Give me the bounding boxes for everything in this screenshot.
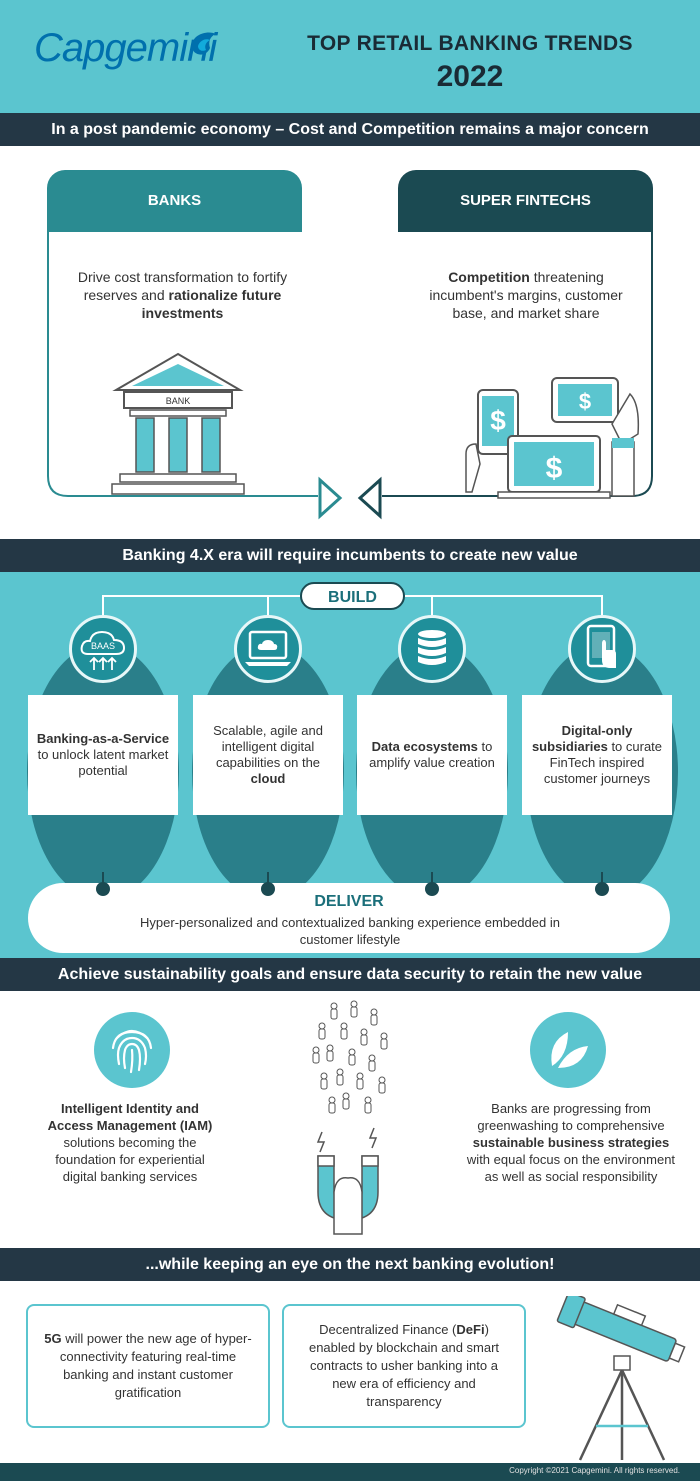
deliver-dot xyxy=(261,882,275,896)
data-circle xyxy=(398,615,466,683)
bank-building-icon: BANK xyxy=(111,352,245,495)
baas-label: BAAS xyxy=(91,641,115,651)
page-year: 2022 xyxy=(436,60,504,93)
sustainability-text: Banks are progressing from greenwashing … xyxy=(466,1101,676,1184)
banks-description: Drive cost transformation to fortify res… xyxy=(77,269,288,321)
card-digital-subsidiaries: Digital-only subsidiaries to curate FinT… xyxy=(522,695,672,815)
bank-sign: BANK xyxy=(166,396,191,406)
telescope-icon xyxy=(556,1296,686,1461)
card-baas: Banking-as-a-Service to unlock latent ma… xyxy=(28,695,178,815)
deliver-dot xyxy=(96,882,110,896)
card-data: Data ecosystems to amplify value creatio… xyxy=(357,695,507,815)
database-icon xyxy=(418,630,446,665)
5g-box: 5G will power the new age of hyper-conne… xyxy=(26,1304,270,1428)
banks-tab: BANKS xyxy=(47,170,302,232)
capgemini-spade-icon xyxy=(192,32,216,55)
fintech-devices-icon: $ $ $ xyxy=(465,377,640,499)
iam-text: Intelligent Identity and Access Manageme… xyxy=(47,1101,213,1184)
footer-bar xyxy=(0,1463,700,1481)
section2-band: Banking 4.X era will require incumbents … xyxy=(0,539,700,572)
section1-band: In a post pandemic economy – Cost and Co… xyxy=(0,113,700,146)
fingerprint-icon xyxy=(111,1029,153,1074)
phone-dollar: $ xyxy=(490,405,506,436)
laptop-dollar: $ xyxy=(546,452,563,485)
deliver-text: Hyper-personalized and contextualized ba… xyxy=(140,915,560,947)
copyright-text: Copyright ©2021 Capgemini. All rights re… xyxy=(509,1466,680,1475)
deliver-dot xyxy=(425,882,439,896)
baas-cloud-icon: BAAS xyxy=(80,630,126,670)
leaf-circle xyxy=(530,1012,606,1088)
deliver-dot xyxy=(595,882,609,896)
section4-band: ...while keeping an eye on the next bank… xyxy=(0,1248,700,1281)
fintechs-description: Competition threatening incumbent's marg… xyxy=(429,269,623,321)
mobile-tap-icon xyxy=(586,624,616,668)
leaf-icon xyxy=(551,1032,588,1068)
build-label: BUILD xyxy=(300,582,405,610)
card-cloud: Scalable, agile and intelligent digital … xyxy=(193,695,343,815)
header-banner xyxy=(0,0,700,113)
capgemini-logo: Capgemini xyxy=(34,26,217,70)
tablet-dollar: $ xyxy=(579,389,591,414)
deliver-box xyxy=(28,883,670,953)
page-title: TOP RETAIL BANKING TRENDS xyxy=(307,32,633,55)
baas-circle xyxy=(69,615,137,683)
deliver-title: DELIVER xyxy=(314,893,384,910)
laptop-cloud-icon xyxy=(245,630,291,666)
magnet-people-icon xyxy=(312,1000,388,1235)
super-fintechs-tab: SUPER FINTECHS xyxy=(398,170,653,232)
section3-band: Achieve sustainability goals and ensure … xyxy=(0,958,700,991)
defi-box: Decentralized Finance (DeFi) enabled by … xyxy=(282,1304,526,1428)
